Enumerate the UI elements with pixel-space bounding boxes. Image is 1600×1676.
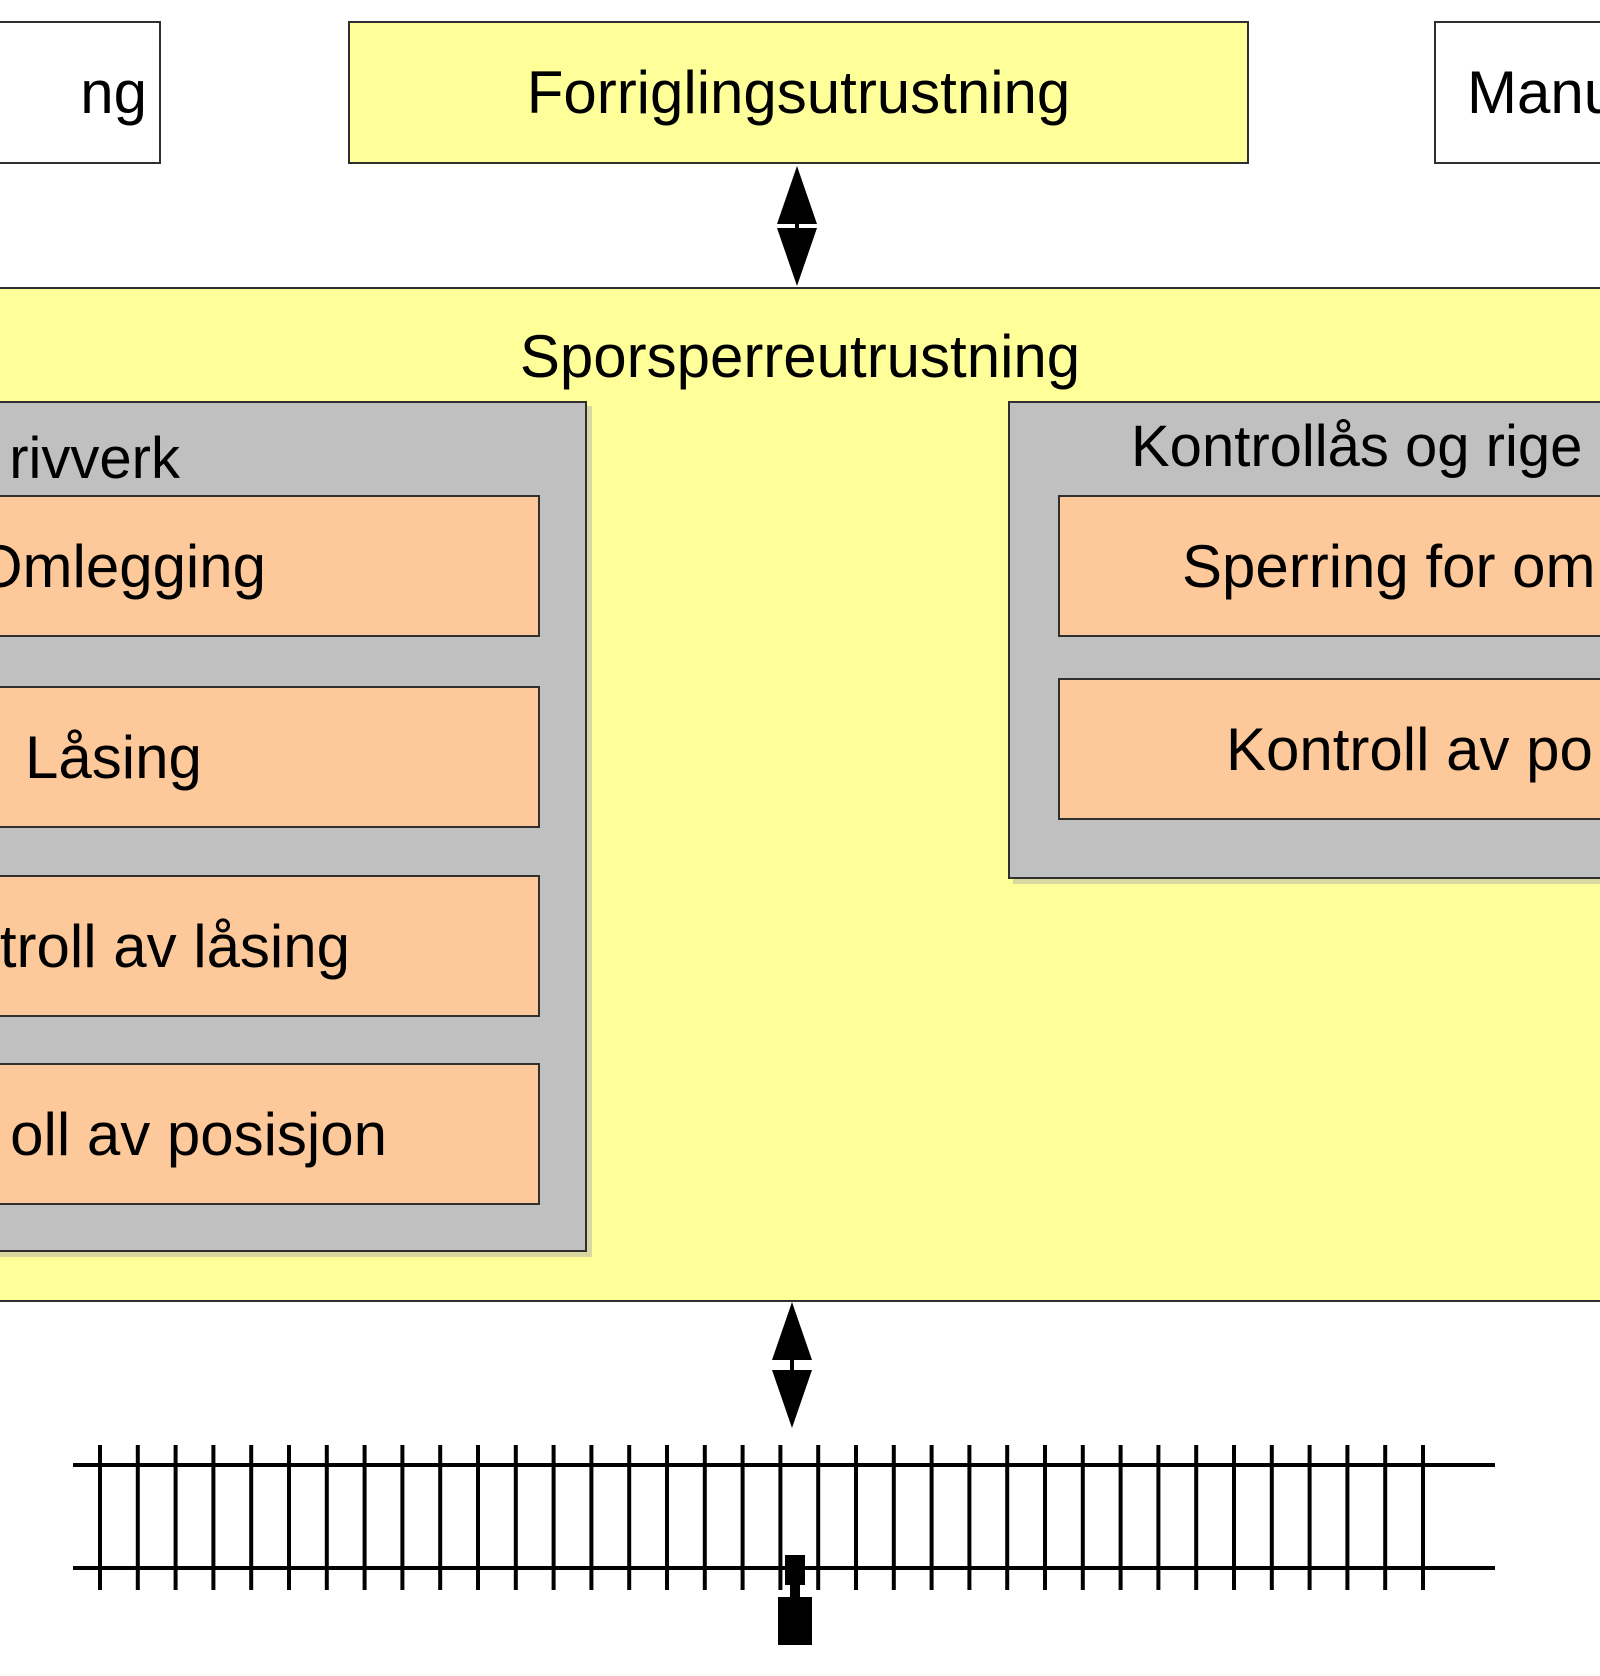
drive-group-label: rivverk (9, 426, 180, 491)
function-label: troll av låsing (0, 912, 350, 980)
function-label: Kontroll av po (1226, 715, 1593, 783)
function-label: oll av posisjon (10, 1100, 387, 1168)
top-left-box-label: ng (80, 59, 147, 126)
bidirectional-arrow-icon (772, 1302, 812, 1428)
function-box-kontroll-av-posisjon: oll av posisjon (0, 1063, 540, 1205)
top-right-box: Manu (1434, 21, 1600, 164)
function-box-omlegging: Omlegging (0, 495, 540, 637)
function-box-kontroll-av-posisjon-right: Kontroll av po (1058, 678, 1600, 820)
top-right-box-label: Manu (1467, 59, 1600, 126)
function-label: Sperring for om (1182, 532, 1596, 600)
bidirectional-arrow-icon (777, 166, 817, 286)
interlocking-equipment-label: Forriglingsutrustning (526, 59, 1071, 126)
lock-group-label: Kontrollås og rige (1131, 414, 1583, 479)
interlocking-equipment-box: Forriglingsutrustning (348, 21, 1249, 164)
function-label: Låsing (25, 723, 202, 791)
railway-track-icon (73, 1445, 1495, 1590)
function-box-sperring: Sperring for om (1058, 495, 1600, 637)
derailer-equipment-title: Sporsperreutrustning (519, 323, 1081, 390)
track-derailer-icon (778, 1555, 812, 1645)
function-box-kontroll-av-lasing: troll av låsing (0, 875, 540, 1017)
function-label: Omlegging (0, 532, 266, 600)
function-box-lasing: Låsing (0, 686, 540, 828)
top-left-box: ng (0, 21, 161, 164)
